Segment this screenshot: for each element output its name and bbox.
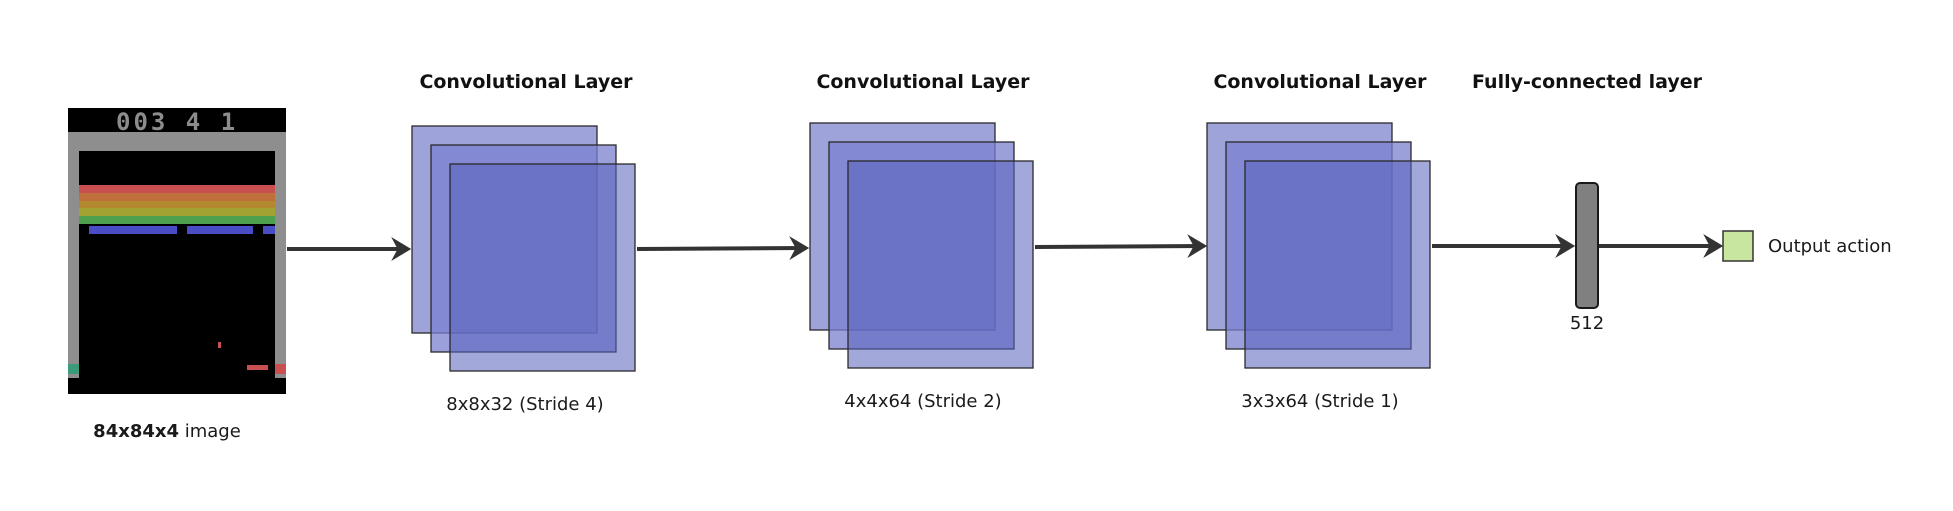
brick-row-amber [79,201,275,208]
brick-row-yellow [79,208,275,216]
game-ball [218,342,221,348]
conv1-caption: 8x8x32 (Stride 4) [446,394,603,415]
brick-row-orange [79,193,275,201]
conv2-title: Convolutional Layer [816,71,1030,93]
output-action-box [1722,230,1754,262]
conv3-caption: 3x3x64 (Stride 1) [1241,391,1398,412]
fc-layer-bar [1575,182,1599,309]
brick-row-red [79,185,275,193]
conv2-map-front [847,160,1034,369]
fc-caption: 512 [1570,313,1604,334]
conv2-caption: 4x4x64 (Stride 2) [844,391,1001,412]
conv1-title: Convolutional Layer [419,71,633,93]
game-screen-image: 003 4 1 [68,108,286,394]
game-top-wall [68,132,286,151]
input-caption-bold: 84x84x4 [93,421,179,442]
game-score-text: 003 4 1 [116,108,238,136]
brick-row-blue-left [89,226,177,234]
game-left-marker [68,364,79,374]
conv3-feature-maps [1206,122,1431,369]
arrow-conv1-to-conv2 [636,236,810,261]
game-background [68,108,286,394]
conv2-feature-maps [809,122,1034,369]
arrow-conv2-to-conv3 [1034,234,1208,259]
conv3-title: Convolutional Layer [1213,71,1427,93]
brick-row-green [79,216,275,224]
conv1-map-front [449,163,636,372]
input-caption: 84x84x4 image [93,421,241,442]
conv1-feature-maps [411,125,636,372]
brick-row-blue-right [263,226,275,234]
brick-row-blue-mid [187,226,253,234]
game-left-wall [68,132,79,378]
game-paddle [247,365,268,370]
input-caption-rest: image [179,421,241,442]
fc-title: Fully-connected layer [1472,71,1703,93]
game-right-wall [275,132,286,378]
output-action-label: Output action [1768,236,1892,257]
game-right-marker [275,364,286,374]
conv3-map-front [1244,160,1431,369]
